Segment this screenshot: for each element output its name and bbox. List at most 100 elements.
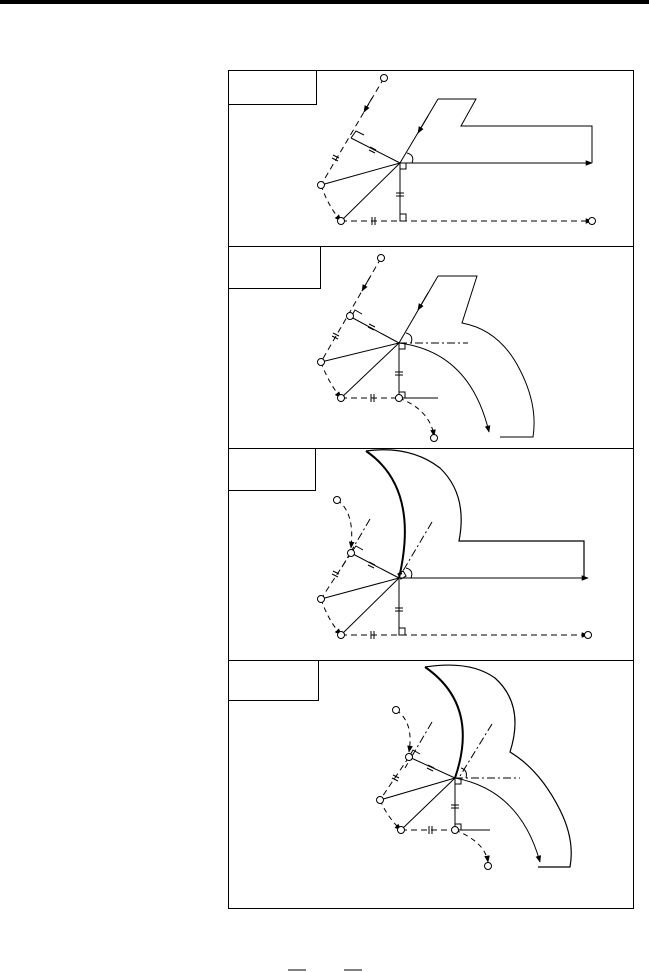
panel-2-point-p4 — [395, 394, 403, 402]
panel-4-tick-1 — [392, 774, 400, 779]
panel-1-tick-4 — [368, 149, 376, 154]
panel-4-ray-1 — [379, 777, 456, 801]
panel-3-tick-1 — [332, 570, 340, 575]
panel-4-point-p4 — [451, 826, 459, 834]
panel-4-dashed-corner — [379, 799, 402, 831]
panel-2-dashed-approach — [320, 257, 382, 363]
panel-4-tick-4 — [426, 767, 434, 772]
panel-2-label-box — [229, 247, 321, 289]
header-rule — [0, 0, 649, 4]
panel-3-tangent-dashdot-a — [341, 518, 371, 568]
panel-1-dashed-approach-arrow — [363, 97, 373, 113]
panel-3-programmed-arc — [365, 450, 406, 579]
panel-1-tick-3 — [369, 146, 377, 151]
panel-2-dashed-approach-arrow — [361, 276, 371, 292]
panel-3-right-angle-b — [397, 570, 407, 580]
panel-2-right-angle-b — [398, 342, 406, 350]
panel-4-programmed-arc-1 — [424, 666, 464, 779]
panel-4-point-end — [484, 862, 492, 870]
panel-2-point-p1 — [346, 312, 354, 320]
panel-4-tick-3 — [427, 764, 435, 769]
panel-2-point-p3 — [337, 394, 345, 402]
panel-3-ray-2 — [340, 577, 400, 636]
panel-1-right-angle-a — [350, 130, 365, 139]
panel-2-tick-4 — [367, 326, 375, 331]
panel-2-offset-normal-a — [350, 316, 400, 344]
panel-1-dashed-corner — [320, 184, 342, 222]
panel-4-point-p1 — [405, 753, 413, 761]
panel-3-offset-normal-a — [350, 552, 400, 579]
panel-4-angle-arc — [460, 767, 467, 779]
panel-1-tick-1 — [332, 154, 340, 159]
panel-1-offset-normal-a — [350, 137, 401, 164]
panel-4-workpiece-outline — [424, 664, 572, 868]
panel-1-label-box — [229, 71, 317, 105]
panel-2-ray-2 — [340, 342, 400, 399]
panel-4-label-box — [229, 661, 319, 701]
panel-1-tick-2 — [331, 157, 339, 162]
panel-3-diagram — [317, 449, 592, 639]
panel-3-point-p1 — [347, 549, 355, 557]
panel-2-tick-3 — [368, 323, 376, 328]
panel-1-point-p2 — [337, 217, 345, 225]
panel-4-tick-2 — [391, 777, 399, 782]
panel-3-ray-1 — [320, 577, 400, 600]
diagram-frame — [228, 70, 634, 909]
panel-3-dashed-approach-curve — [336, 499, 355, 549]
panel-3-dashed-approach — [320, 552, 352, 600]
panel-4-dashed-approach-curve — [395, 709, 413, 753]
panel-2-tick-1 — [332, 332, 340, 337]
panel-4-dashed-approach — [379, 756, 410, 801]
panel-2-tick-2 — [331, 335, 339, 340]
panel-4-point-p3 — [397, 826, 405, 834]
panel-4-right-angle-b — [454, 777, 462, 785]
panel-1-right-angle-b — [399, 162, 407, 170]
panel-2-diagram — [317, 254, 535, 442]
panel-2-dashed-corner — [320, 361, 342, 399]
panel-3-point-p2 — [317, 595, 325, 603]
panel-4-diagram — [376, 664, 572, 870]
panel-3-workpiece-outer-arc — [365, 449, 585, 579]
panel-3-dashed-corner — [320, 598, 342, 636]
panel-2-dashed-curve — [398, 397, 436, 437]
panel-3-right-angle-c — [398, 627, 406, 636]
panel-2-angle-arc — [405, 332, 413, 344]
panel-1-point-start — [380, 74, 388, 82]
panel-3-tangent-dashdot-b — [399, 521, 433, 577]
panel-divider-3 — [229, 660, 633, 661]
panel-1-ray-1 — [320, 162, 401, 186]
panel-2-point-p2 — [317, 358, 325, 366]
panel-1-programmed-path-arrow — [417, 115, 429, 134]
panel-3-tick-2 — [331, 573, 339, 578]
panel-1-diagram — [317, 74, 596, 225]
panel-3-tick-4 — [367, 564, 375, 569]
panel-1-ray-2 — [340, 162, 401, 222]
panel-3-point-end — [584, 631, 592, 639]
panel-3-point-p3 — [337, 631, 345, 639]
panel-3-tick-3 — [368, 561, 376, 566]
panel-2-point-start — [377, 254, 385, 262]
panel-4-point-p2 — [376, 796, 384, 804]
panel-2-ray-1 — [320, 342, 400, 363]
panel-1-point-p1 — [317, 181, 325, 189]
panel-3-angle-arc — [405, 567, 413, 579]
panel-divider-1 — [229, 246, 633, 247]
panel-1-dashed-approach — [320, 77, 385, 186]
panel-2-programmed-arc — [398, 342, 491, 433]
panel-2-point-end — [430, 434, 438, 442]
panel-2-programmed-path-arrow — [417, 292, 429, 311]
panel-4-ray-2 — [400, 777, 456, 831]
panel-1-point-end — [588, 217, 596, 225]
panel-4-programmed-arc-2 — [454, 777, 542, 863]
panel-3-point-start — [333, 496, 341, 504]
panel-4-point-start — [392, 706, 400, 714]
panel-1-workpiece-outline — [438, 98, 593, 163]
panel-1-angle-arc — [406, 152, 414, 164]
panel-2-workpiece-outline — [438, 275, 535, 438]
panel-divider-2 — [229, 448, 633, 449]
panel-3-label-box — [229, 449, 316, 491]
panel-1-right-angle-c — [399, 213, 407, 222]
panel-4-tangent-dashdot-3 — [459, 723, 493, 777]
panel-4-dashed-curve — [454, 829, 490, 863]
